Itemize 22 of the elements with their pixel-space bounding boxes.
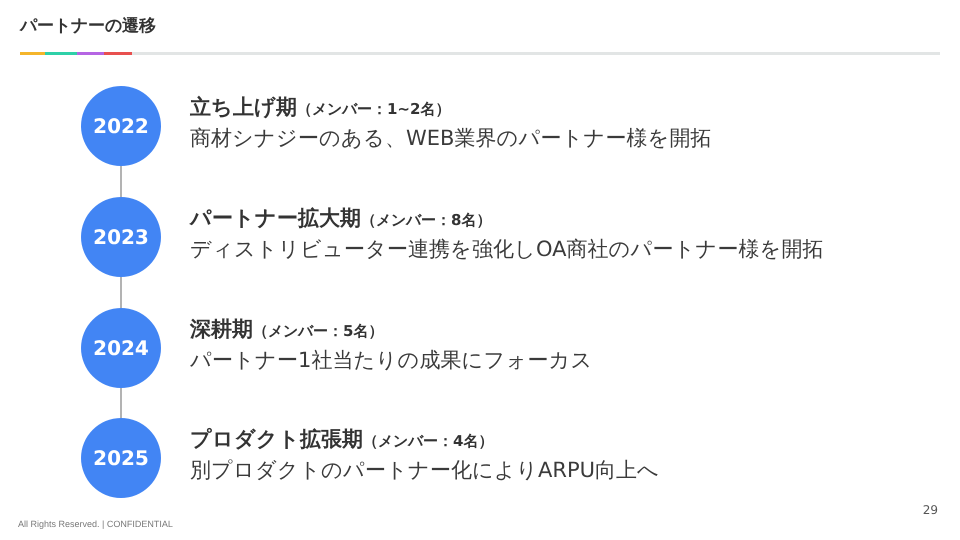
year-circle: 2023: [81, 197, 161, 277]
phase-heading: 立ち上げ期: [190, 95, 297, 119]
phase-heading: パートナー拡大期: [190, 206, 361, 230]
page-number: 29: [922, 503, 938, 517]
phase-heading: プロダクト拡張期: [190, 427, 363, 451]
member-count: （メンバー：8名）: [361, 211, 492, 229]
footer-note: All Rights Reserved. | CONFIDENTIAL: [18, 519, 173, 529]
year-circle: 2022: [81, 86, 161, 166]
year-circle: 2025: [81, 418, 161, 498]
phase-description: 商材シナジーのある、WEB業界のパートナー様を開拓: [190, 125, 712, 152]
member-count: （メンバー：1~2名）: [297, 100, 450, 118]
phase-description: ディストリビューター連携を強化しOA商社のパートナー様を開拓: [190, 236, 824, 263]
member-count: （メンバー：4名）: [363, 432, 494, 450]
connector-line: [120, 276, 122, 308]
connector-line: [120, 388, 122, 418]
slide-title: パートナーの遷移: [20, 15, 156, 37]
phase-description: パートナー1社当たりの成果にフォーカス: [190, 347, 592, 374]
connector-line: [120, 166, 122, 198]
phase-heading: 深耕期: [190, 317, 253, 341]
member-count: （メンバー：5名）: [253, 322, 384, 340]
year-circle: 2024: [81, 308, 161, 388]
phase-description: 別プロダクトのパートナー化によりARPU向上へ: [190, 457, 659, 484]
